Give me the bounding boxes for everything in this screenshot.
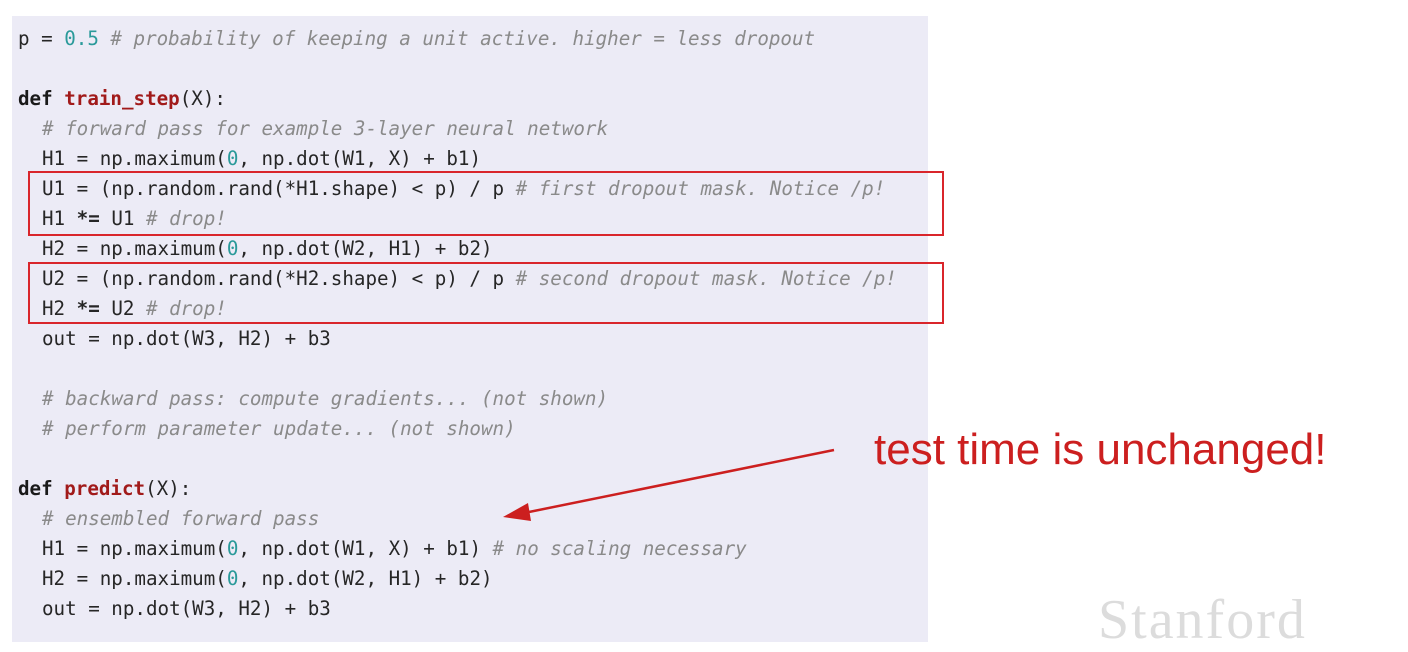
code-line-out: out = np.dot(W3, H2) + b3 xyxy=(42,327,331,350)
dropout-mask-2-highlight xyxy=(28,262,944,324)
code-line-h1-drop: H1 *= U1 # drop! xyxy=(42,207,227,230)
stanford-watermark: Stanford xyxy=(1098,589,1307,651)
code-line-comment-ensembled: # ensembled forward pass xyxy=(42,507,320,530)
code-line-p: p = 0.5 # probability of keeping a unit … xyxy=(18,27,816,50)
code-line-h2-drop: H2 *= U2 # drop! xyxy=(42,297,227,320)
callout-text: test time is unchanged! xyxy=(874,425,1327,474)
dropout-mask-1-highlight xyxy=(28,171,944,236)
code-line-def-predict: def predict(X): xyxy=(18,477,192,500)
code-line-predict-h2: H2 = np.maximum(0, np.dot(W2, H1) + b2) xyxy=(42,567,493,590)
code-line-def-train-step: def train_step(X): xyxy=(18,87,226,110)
code-line-comment-update: # perform parameter update... (not shown… xyxy=(42,417,516,440)
code-line-predict-h1: H1 = np.maximum(0, np.dot(W1, X) + b1) #… xyxy=(42,537,747,560)
code-line-u2: U2 = (np.random.rand(*H2.shape) < p) / p… xyxy=(42,267,897,290)
code-line-comment-backward: # backward pass: compute gradients... (n… xyxy=(42,387,609,410)
code-line-h2: H2 = np.maximum(0, np.dot(W2, H1) + b2) xyxy=(42,237,493,260)
code-line-predict-out: out = np.dot(W3, H2) + b3 xyxy=(42,597,331,620)
code-line-comment-forward: # forward pass for example 3-layer neura… xyxy=(42,117,609,140)
code-line-u1: U1 = (np.random.rand(*H1.shape) < p) / p… xyxy=(42,177,886,200)
code-line-h1: H1 = np.maximum(0, np.dot(W1, X) + b1) xyxy=(42,147,481,170)
code-panel: p = 0.5 # probability of keeping a unit … xyxy=(12,16,928,642)
